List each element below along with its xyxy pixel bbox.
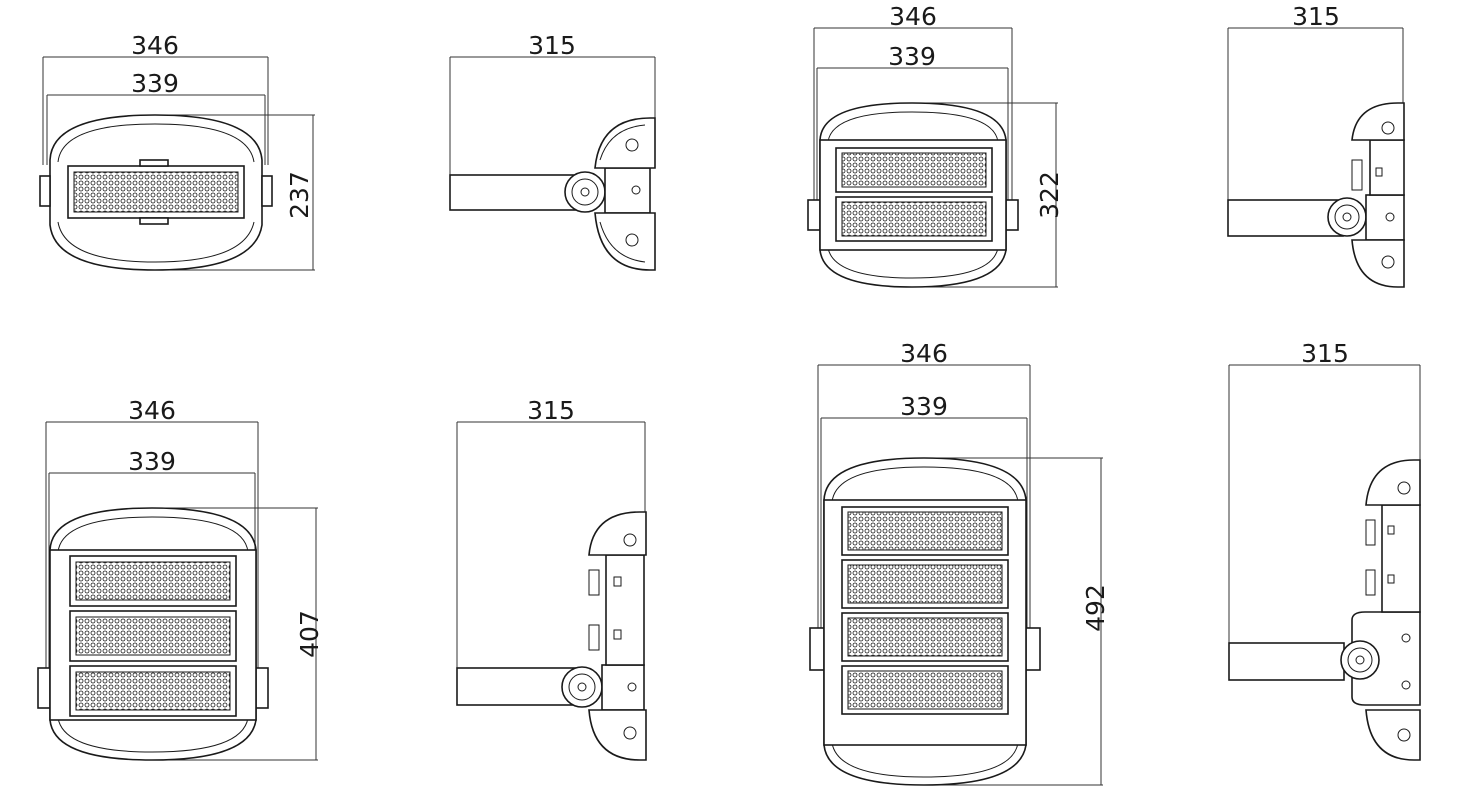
dim-width-inner: 339 [46,69,266,165]
dim-depth: 315 [1228,339,1421,680]
side-view-2: 315 [1227,2,1405,288]
dim-label: 346 [128,396,176,425]
front-view-2-modules: 346 339 322 [807,2,1064,288]
dim-width-inner: 339 [816,42,1009,200]
dim-label: 346 [889,2,937,31]
dim-label: 322 [1035,171,1064,219]
dim-height: 322 [912,102,1064,288]
dim-label: 339 [128,447,176,476]
dim-label: 339 [131,69,179,98]
dim-label: 339 [900,392,948,421]
front-view-1-module: 346 339 237 [39,31,315,271]
dim-width-outer: 346 [42,31,269,165]
dim-label: 237 [285,171,314,219]
side-view-1: 315 [449,31,656,271]
dim-label: 315 [528,31,576,60]
dim-label: 315 [527,396,575,425]
dim-label: 315 [1292,2,1340,31]
dim-depth: 315 [456,396,646,705]
side-view-3: 315 [456,396,647,761]
dim-width-inner: 339 [820,392,1028,640]
front-view-4-modules: 346 339 492 [809,339,1110,786]
dim-height: 492 [924,457,1110,786]
dim-label: 346 [131,31,179,60]
dim-height: 407 [150,507,324,761]
dim-width-outer: 346 [45,396,259,680]
side-view-4: 315 [1228,339,1421,761]
dim-label: 315 [1301,339,1349,368]
dim-label: 346 [900,339,948,368]
front-view-3-modules: 346 339 407 [37,396,324,761]
dim-label: 339 [888,42,936,71]
dim-label: 492 [1081,584,1110,632]
dim-width-outer: 346 [817,339,1031,640]
dim-width-outer: 346 [813,2,1013,200]
dim-label: 407 [295,610,324,658]
